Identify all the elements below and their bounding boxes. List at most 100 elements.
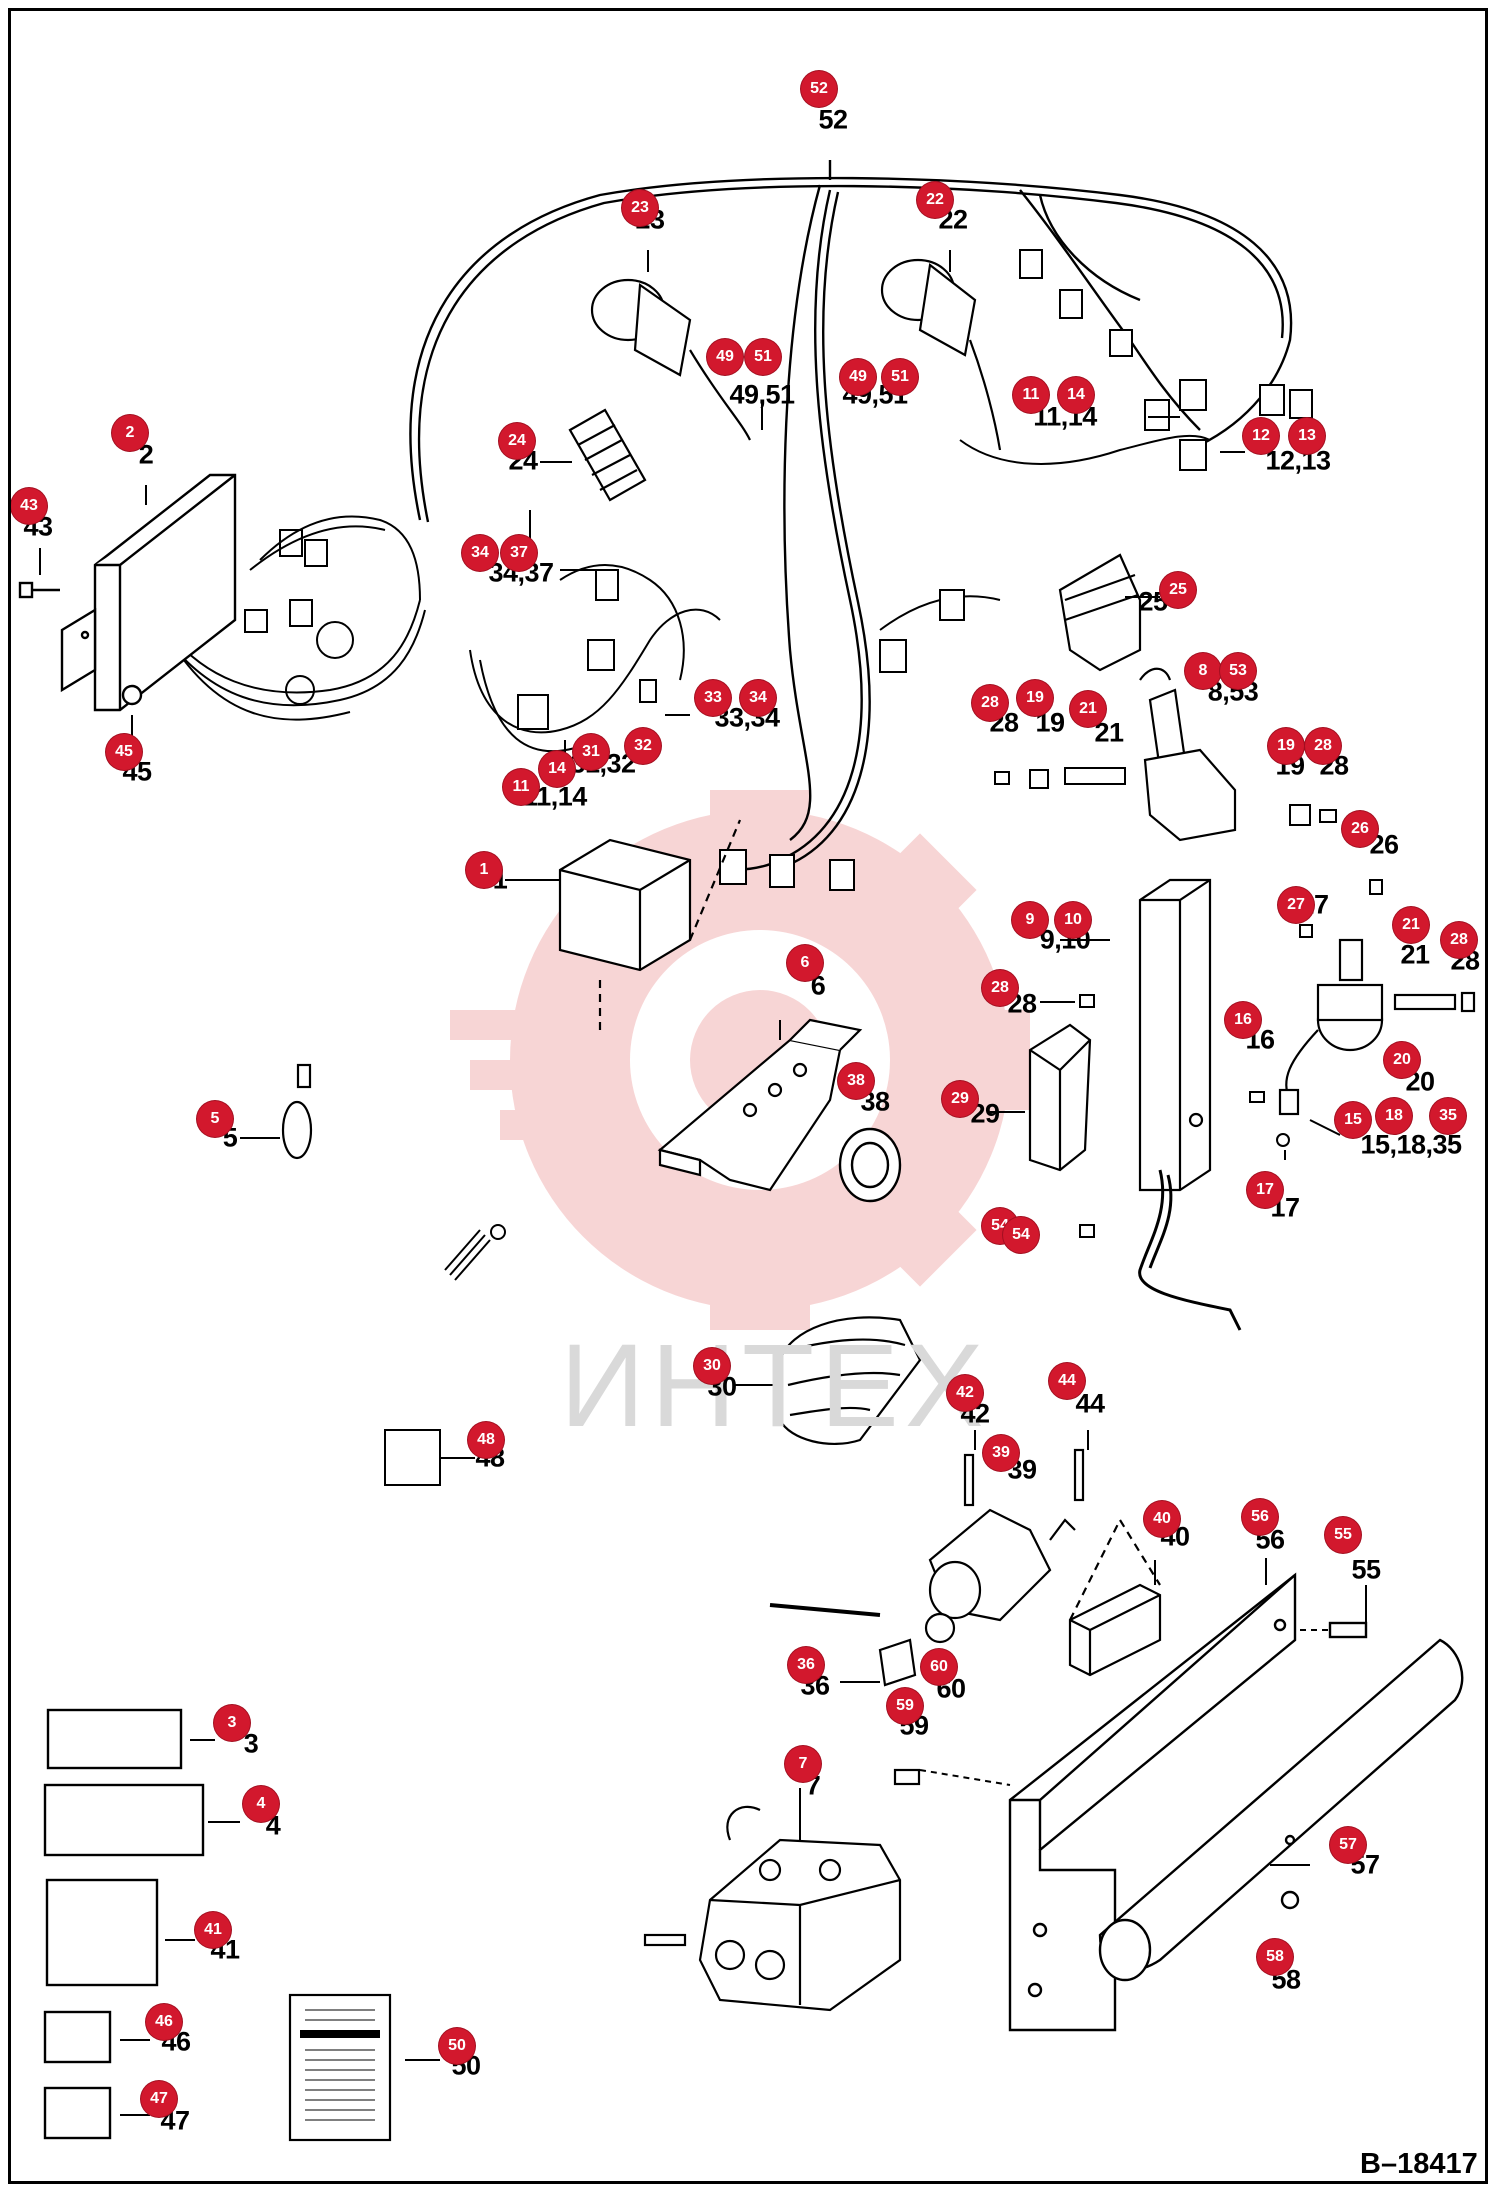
switch-22-wire (968, 339, 1002, 451)
callout-17[interactable]: 17 (1247, 1172, 1283, 1208)
callout-37[interactable]: 37 (501, 535, 537, 571)
callout-1[interactable]: 1 (466, 852, 502, 888)
mid-left-harness (469, 564, 721, 753)
callout-28[interactable]: 28 (1441, 922, 1477, 958)
callout-45[interactable]: 45 (106, 734, 142, 770)
connector-g (1109, 329, 1133, 357)
callout-3[interactable]: 3 (214, 1705, 250, 1741)
callout-10[interactable]: 10 (1055, 902, 1091, 938)
part-48-decal (384, 1429, 441, 1486)
callout-50[interactable]: 50 (439, 2028, 475, 2064)
panel-56-hole-3 (1032, 1922, 1048, 1938)
callout-44[interactable]: 44 (1049, 1363, 1085, 1399)
callout-40[interactable]: 40 (1144, 1501, 1180, 1537)
callout-11[interactable]: 11 (503, 769, 539, 805)
callout-21[interactable]: 21 (1393, 907, 1429, 943)
callout-4[interactable]: 4 (243, 1786, 279, 1822)
callout-53[interactable]: 53 (1220, 653, 1256, 689)
box-2-hole (80, 630, 90, 640)
panel-56-edges (1010, 1574, 1296, 1850)
callout-47[interactable]: 47 (141, 2081, 177, 2117)
callout-59[interactable]: 59 (887, 1688, 923, 1724)
pin-28-left (994, 771, 1010, 785)
washer-60 (924, 1612, 956, 1644)
callout-19[interactable]: 19 (1017, 680, 1053, 716)
callout-30[interactable]: 30 (694, 1348, 730, 1384)
valve-7-handle (643, 1933, 687, 1947)
center-connector-1 (719, 849, 747, 885)
bracket-6-tab (658, 1148, 702, 1177)
callout-56[interactable]: 56 (1242, 1499, 1278, 1535)
callout-6[interactable]: 6 (787, 945, 823, 981)
callout-36[interactable]: 36 (788, 1647, 824, 1683)
callout-54[interactable]: 54 (1003, 1217, 1039, 1253)
grommet-38-inner (850, 1141, 890, 1189)
callout-12[interactable]: 12 (1243, 418, 1279, 454)
callout-49[interactable]: 49 (707, 339, 743, 375)
callout-57[interactable]: 57 (1330, 1827, 1366, 1863)
callout-14[interactable]: 14 (539, 751, 575, 787)
callout-34[interactable]: 34 (740, 680, 776, 716)
callout-31[interactable]: 31 (573, 734, 609, 770)
connector-e (1019, 249, 1043, 279)
callout-18[interactable]: 18 (1376, 1098, 1412, 1134)
callout-20[interactable]: 20 (1384, 1042, 1420, 1078)
callout-58[interactable]: 58 (1257, 1939, 1293, 1975)
callout-8[interactable]: 8 (1185, 653, 1221, 689)
center-connectors (719, 589, 1001, 891)
callout-32[interactable]: 32 (625, 728, 661, 764)
valve-7-spool-1 (714, 1939, 746, 1971)
callout-2[interactable]: 2 (112, 415, 148, 451)
callout-41[interactable]: 41 (195, 1912, 231, 1948)
part-39-switch (769, 1448, 1085, 1786)
callout-24[interactable]: 24 (499, 423, 535, 459)
connector-h (1179, 379, 1207, 411)
connector-b (304, 539, 328, 567)
drawing-number: B–18417 (1360, 2148, 1478, 2180)
callout-15[interactable]: 15 (1335, 1102, 1371, 1138)
clamp-5-tab (296, 1063, 312, 1089)
callout-13[interactable]: 13 (1289, 418, 1325, 454)
harness-left-branch (783, 184, 822, 841)
callout-42[interactable]: 42 (947, 1375, 983, 1411)
callout-46[interactable]: 46 (146, 2004, 182, 2040)
part-1-module (558, 819, 742, 1030)
callout-49[interactable]: 49 (840, 359, 876, 395)
callout-43[interactable]: 43 (11, 488, 47, 524)
callout-39[interactable]: 39 (983, 1435, 1019, 1471)
callout-5[interactable]: 5 (197, 1101, 233, 1137)
decal-50 (288, 1993, 392, 2142)
screw-59 (893, 1768, 921, 1786)
callout-19[interactable]: 19 (1268, 728, 1304, 764)
callout-7[interactable]: 7 (785, 1746, 821, 1782)
callout-25[interactable]: 25 (1160, 572, 1196, 608)
callout-51[interactable]: 51 (745, 339, 781, 375)
callout-34[interactable]: 34 (462, 535, 498, 571)
callout-16[interactable]: 16 (1225, 1002, 1261, 1038)
callout-52[interactable]: 52 (801, 71, 837, 107)
callout-26[interactable]: 26 (1342, 811, 1378, 847)
callout-48[interactable]: 48 (468, 1422, 504, 1458)
callout-9[interactable]: 9 (1012, 902, 1048, 938)
callout-38[interactable]: 38 (838, 1063, 874, 1099)
callout-35[interactable]: 35 (1430, 1098, 1466, 1134)
callout-28[interactable]: 28 (982, 970, 1018, 1006)
callout-51[interactable]: 51 (882, 359, 918, 395)
callout-23[interactable]: 23 (622, 190, 658, 226)
callout-29[interactable]: 29 (942, 1081, 978, 1117)
callout-14[interactable]: 14 (1058, 377, 1094, 413)
callout-28[interactable]: 28 (1305, 728, 1341, 764)
callout-55[interactable]: 55 (1325, 1517, 1361, 1553)
callout-11[interactable]: 11 (1013, 377, 1049, 413)
wire-15 (1309, 1119, 1341, 1136)
callout-27[interactable]: 27 (1278, 887, 1314, 923)
watermark-text: ИНТЕХ (560, 1320, 990, 1452)
callout-21[interactable]: 21 (1070, 691, 1106, 727)
callout-28[interactable]: 28 (972, 685, 1008, 721)
callout-60[interactable]: 60 (921, 1649, 957, 1685)
callout-22[interactable]: 22 (917, 182, 953, 218)
block-40-body (1068, 1583, 1162, 1677)
bracket-6-lip (789, 1018, 863, 1051)
callout-33[interactable]: 33 (695, 680, 731, 716)
